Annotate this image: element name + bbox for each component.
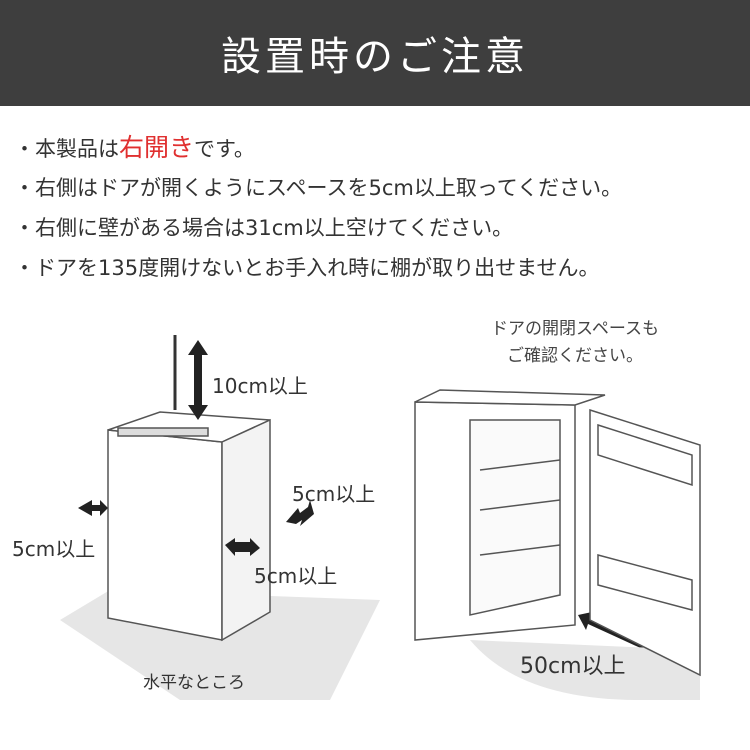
- note-item: ・本製品は右開きです。: [14, 128, 622, 168]
- label-right-clearance: 5cm以上: [254, 564, 338, 588]
- caption-line: ドアの開閉スペースも: [491, 319, 659, 339]
- label-door-clearance: 50cm以上: [520, 654, 626, 679]
- door-space-caption: ドアの開閉スペースもご確認ください。: [460, 316, 690, 370]
- note-highlight: 右開き: [119, 133, 195, 162]
- label-level-floor: 水平なところ: [143, 673, 245, 693]
- notes-list: ・本製品は右開きです。 ・右側はドアが開くようにスペースを5cm以上取ってくださ…: [14, 128, 622, 288]
- note-item: ・右側に壁がある場合は31cm以上空けてください。: [14, 216, 514, 240]
- label-left-clearance: 5cm以上: [12, 537, 96, 561]
- page-title: 設置時のご注意: [221, 34, 529, 80]
- right-fridge-illustration: [414, 389, 701, 700]
- caption-line: ご確認ください。: [507, 346, 643, 366]
- note-text: です。: [194, 137, 255, 161]
- label-back-right-clearance: 5cm以上: [292, 482, 376, 506]
- note-text: ・本製品は: [14, 137, 119, 161]
- note-item: ・右側はドアが開くようにスペースを5cm以上取ってください。: [14, 176, 623, 200]
- title-banner: 設置時のご注意: [0, 0, 750, 106]
- label-top-clearance: 10cm以上: [212, 374, 308, 398]
- left-fridge-illustration: [60, 335, 380, 700]
- note-item: ・ドアを135度開けないとお手入れ時に棚が取り出せません。: [14, 256, 600, 280]
